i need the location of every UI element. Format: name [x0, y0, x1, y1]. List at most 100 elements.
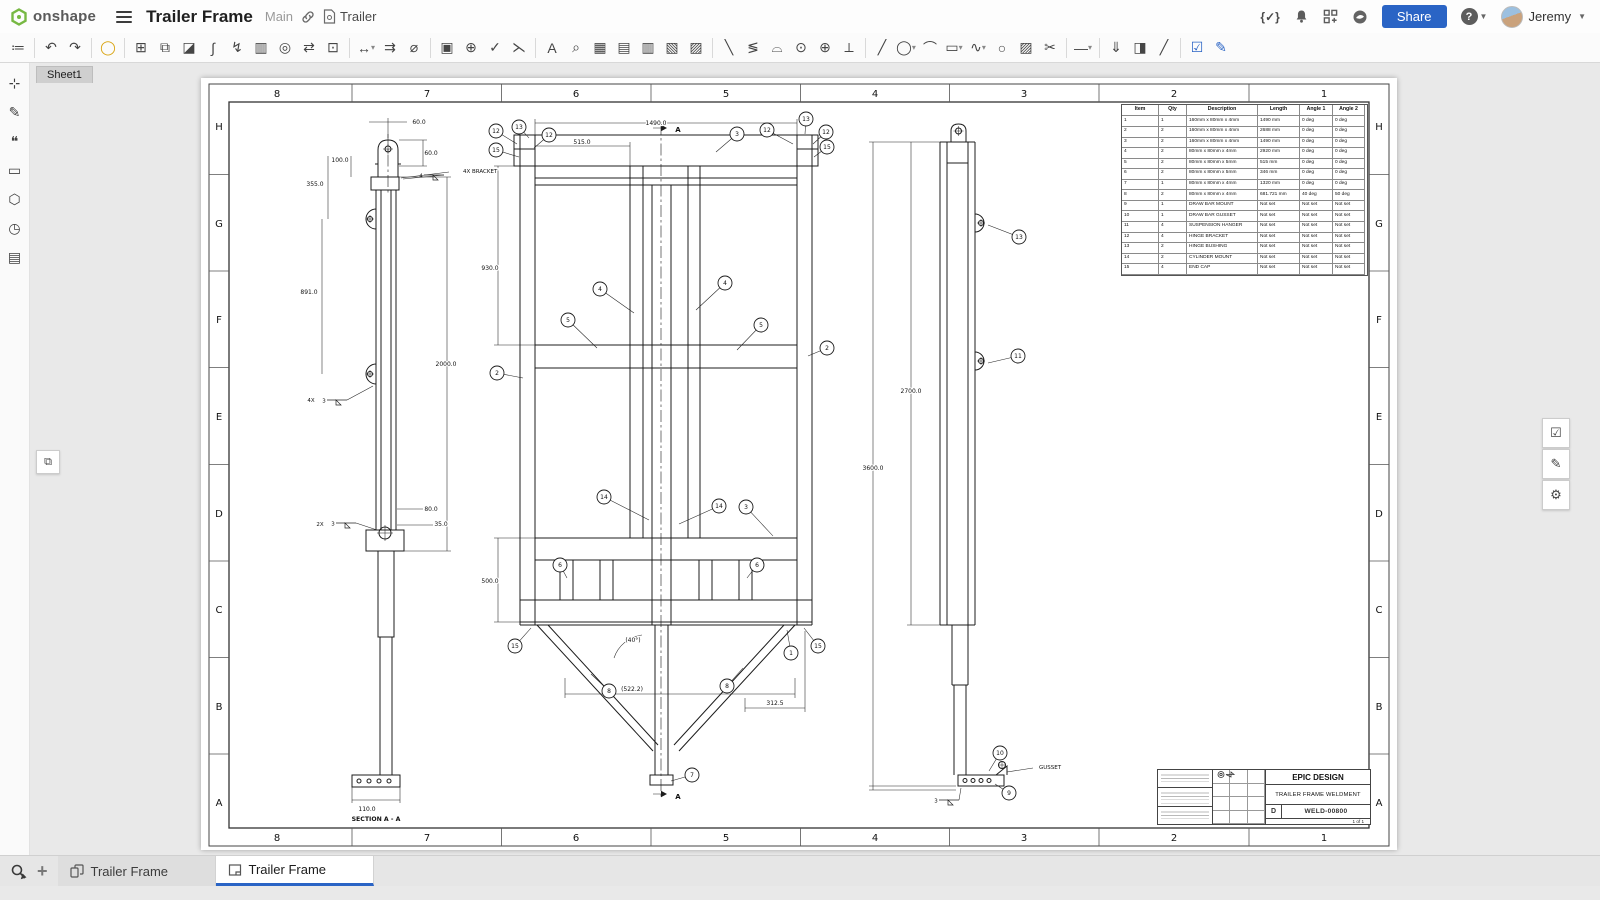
- undo-icon[interactable]: ↶: [45, 39, 57, 55]
- share-button[interactable]: Share: [1381, 5, 1447, 28]
- centerline-icon[interactable]: ╲: [724, 39, 734, 55]
- zone-number-bottom[interactable]: 8: [273, 832, 282, 845]
- geometric-tolerance-icon[interactable]: ⊕: [465, 39, 477, 55]
- balloon[interactable]: 11: [987, 348, 1026, 364]
- balloon[interactable]: 3: [715, 126, 745, 153]
- dimension-text[interactable]: 312.5: [765, 699, 785, 708]
- zone-letter-left[interactable]: C: [214, 604, 223, 617]
- zone-number-top[interactable]: 1: [1320, 88, 1329, 101]
- balloon[interactable]: 13: [511, 119, 530, 139]
- zone-number-top[interactable]: 7: [423, 88, 432, 101]
- zone-number-bottom[interactable]: 7: [423, 832, 432, 845]
- feature-tree-icon[interactable]: ≔: [11, 39, 25, 55]
- zone-letter-right[interactable]: D: [1374, 508, 1384, 521]
- diameter-dimension-icon[interactable]: ⌀: [409, 39, 419, 55]
- line-style-icon[interactable]: —▾: [1073, 39, 1092, 56]
- zone-letter-left[interactable]: D: [214, 508, 224, 521]
- insert-image-icon[interactable]: ◨: [1133, 39, 1147, 55]
- onshape-logo[interactable]: onshape: [10, 7, 96, 26]
- zone-letter-right[interactable]: A: [1374, 797, 1383, 810]
- user-menu[interactable]: Jeremy ▼: [1501, 5, 1586, 28]
- balloon[interactable]: 9: [994, 783, 1017, 801]
- bom-table-icon[interactable]: ▧: [665, 39, 679, 55]
- properties-icon[interactable]: ▤: [7, 248, 22, 265]
- balloon[interactable]: 15: [488, 142, 520, 158]
- versions-icon[interactable]: {✓}: [1260, 9, 1280, 24]
- zone-number-bottom[interactable]: 1: [1320, 832, 1329, 845]
- weld-symbol[interactable]: 4: [402, 174, 445, 181]
- dimension-text[interactable]: 500.0: [480, 577, 500, 586]
- hatch-tool-icon[interactable]: ▨: [1019, 39, 1033, 55]
- edit-notes-icon[interactable]: ▭: [7, 161, 22, 178]
- dimension-text[interactable]: 60.0: [411, 118, 427, 127]
- zone-letter-right[interactable]: C: [1374, 604, 1383, 617]
- zone-number-bottom[interactable]: 6: [572, 832, 581, 845]
- balloon[interactable]: 14: [678, 498, 727, 525]
- zone-letter-left[interactable]: G: [214, 218, 224, 231]
- zone-number-bottom[interactable]: 3: [1020, 832, 1029, 845]
- weld-symbol[interactable]: 3: [934, 787, 962, 806]
- zone-number-top[interactable]: 5: [722, 88, 731, 101]
- redo-icon[interactable]: ↷: [69, 39, 81, 55]
- review-markup-icon[interactable]: ✎: [1215, 39, 1227, 55]
- balloon[interactable]: 15: [813, 139, 835, 158]
- table-icon[interactable]: ▦: [593, 39, 607, 55]
- linked-document[interactable]: Trailer: [323, 9, 376, 24]
- dimension-text[interactable]: 1490.0: [644, 119, 667, 128]
- dimension-text[interactable]: 80.0: [423, 505, 439, 514]
- zone-letter-left[interactable]: H: [214, 121, 224, 134]
- zone-letter-left[interactable]: A: [214, 797, 223, 810]
- dimension-text[interactable]: 891.0: [299, 288, 319, 297]
- zone-number-bottom[interactable]: 2: [1170, 832, 1179, 845]
- sketch-line-icon[interactable]: ╱: [1159, 39, 1169, 55]
- section-view-icon[interactable]: ∫: [211, 39, 215, 56]
- zone-letter-right[interactable]: B: [1374, 701, 1383, 714]
- dimension-text[interactable]: (522.2): [620, 685, 644, 694]
- dimension-text[interactable]: 110.0: [357, 805, 377, 814]
- dimension-text[interactable]: A: [674, 125, 682, 135]
- tab-trailer-frame-assembly[interactable]: Trailer Frame: [57, 856, 216, 886]
- zone-letter-right[interactable]: H: [1374, 121, 1384, 134]
- balloon[interactable]: 8: [719, 667, 744, 694]
- center-cross-icon[interactable]: ⊕: [819, 39, 831, 55]
- title-block[interactable]: EPIC DESIGN TRAILER FRAME WELDMENT D WEL…: [1157, 769, 1371, 825]
- balloon[interactable]: 15: [803, 627, 826, 654]
- dimension-text[interactable]: 60.0: [423, 149, 439, 158]
- insert-view-icon[interactable]: ⊞: [135, 39, 147, 55]
- cut-list-table-icon[interactable]: ▥: [641, 39, 655, 55]
- cosmetic-thread-icon[interactable]: ⌓: [771, 39, 783, 55]
- comment-icon[interactable]: ❝: [10, 132, 19, 149]
- circle-tool-icon[interactable]: ◯▾: [896, 39, 916, 55]
- update-linked-document-icon[interactable]: ◯: [100, 39, 116, 55]
- balloon[interactable]: 5: [560, 312, 598, 349]
- arc-tool-icon[interactable]: ⌒: [923, 39, 937, 56]
- zone-number-bottom[interactable]: 5: [722, 832, 731, 845]
- sheet-overview-button[interactable]: ⧉: [36, 450, 60, 474]
- balloon[interactable]: 13: [987, 224, 1027, 245]
- bom-manager-button[interactable]: ☑: [1542, 418, 1570, 448]
- zone-letter-right[interactable]: F: [1375, 314, 1383, 327]
- dimension-text[interactable]: SECTION A - A: [351, 815, 402, 824]
- add-sheet-button[interactable]: +: [37, 860, 48, 881]
- help-menu[interactable]: ? ▼: [1460, 8, 1487, 25]
- balloon[interactable]: 4: [695, 275, 733, 311]
- projected-view-icon[interactable]: ⧉: [160, 39, 170, 55]
- dimension-icon[interactable]: ↔▾: [356, 39, 375, 56]
- tangent-line-icon[interactable]: ⟂: [844, 39, 854, 55]
- sheet-tab-chip[interactable]: Sheet1: [36, 66, 93, 83]
- trim-tool-icon[interactable]: ✂: [1044, 39, 1056, 55]
- balloon[interactable]: 14: [596, 489, 650, 521]
- dimension-text[interactable]: 2700.0: [899, 387, 922, 396]
- inspection-symbol-icon[interactable]: ⌕: [572, 39, 580, 55]
- auxiliary-view-icon[interactable]: ◪: [182, 39, 196, 55]
- export-dxf-icon[interactable]: ⇓: [1110, 39, 1122, 55]
- insert-item-icon[interactable]: ⊹: [8, 74, 21, 91]
- workspace-name[interactable]: Main: [264, 9, 294, 24]
- dimension-text[interactable]: 355.0: [305, 180, 325, 189]
- balloon[interactable]: 12: [533, 127, 557, 149]
- hole-table-icon[interactable]: ▤: [617, 39, 631, 55]
- dimension-text[interactable]: 35.0: [433, 520, 449, 529]
